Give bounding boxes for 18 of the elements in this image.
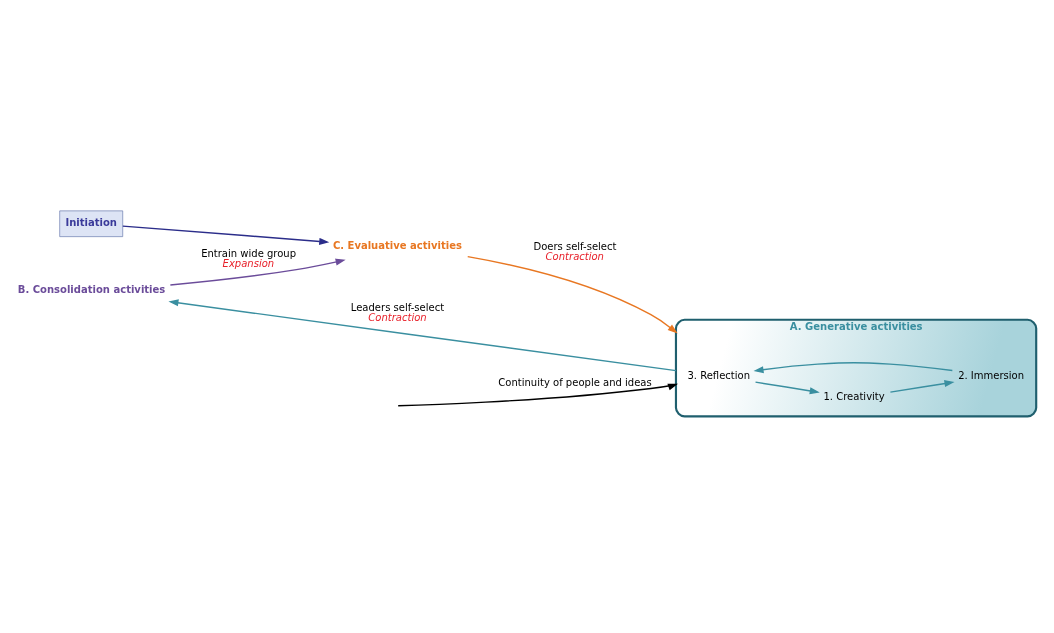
arrow <box>889 380 955 393</box>
arrow <box>467 255 678 334</box>
node-box: Initiation <box>59 210 124 237</box>
edge-label: Continuity of people and ideas <box>498 376 652 388</box>
arrow <box>754 381 820 395</box>
node-text: 3. Reflection <box>687 369 750 381</box>
arrow <box>168 299 677 372</box>
node-text: C. Evaluative activities <box>332 240 462 252</box>
node-text: 1. Creativity <box>823 391 885 403</box>
arrow <box>122 225 330 245</box>
edge-label: Entrain wide group Expansion <box>201 247 297 269</box>
arrow <box>169 258 346 286</box>
node-text: 2. Immersion <box>958 369 1025 381</box>
node-text: B. Consolidation activities <box>17 284 166 296</box>
edge-label: Doers self-select Contraction <box>533 241 617 263</box>
edge-label: Leaders self-select Contraction <box>350 302 445 324</box>
arrow <box>397 383 678 407</box>
arrow <box>753 361 954 374</box>
